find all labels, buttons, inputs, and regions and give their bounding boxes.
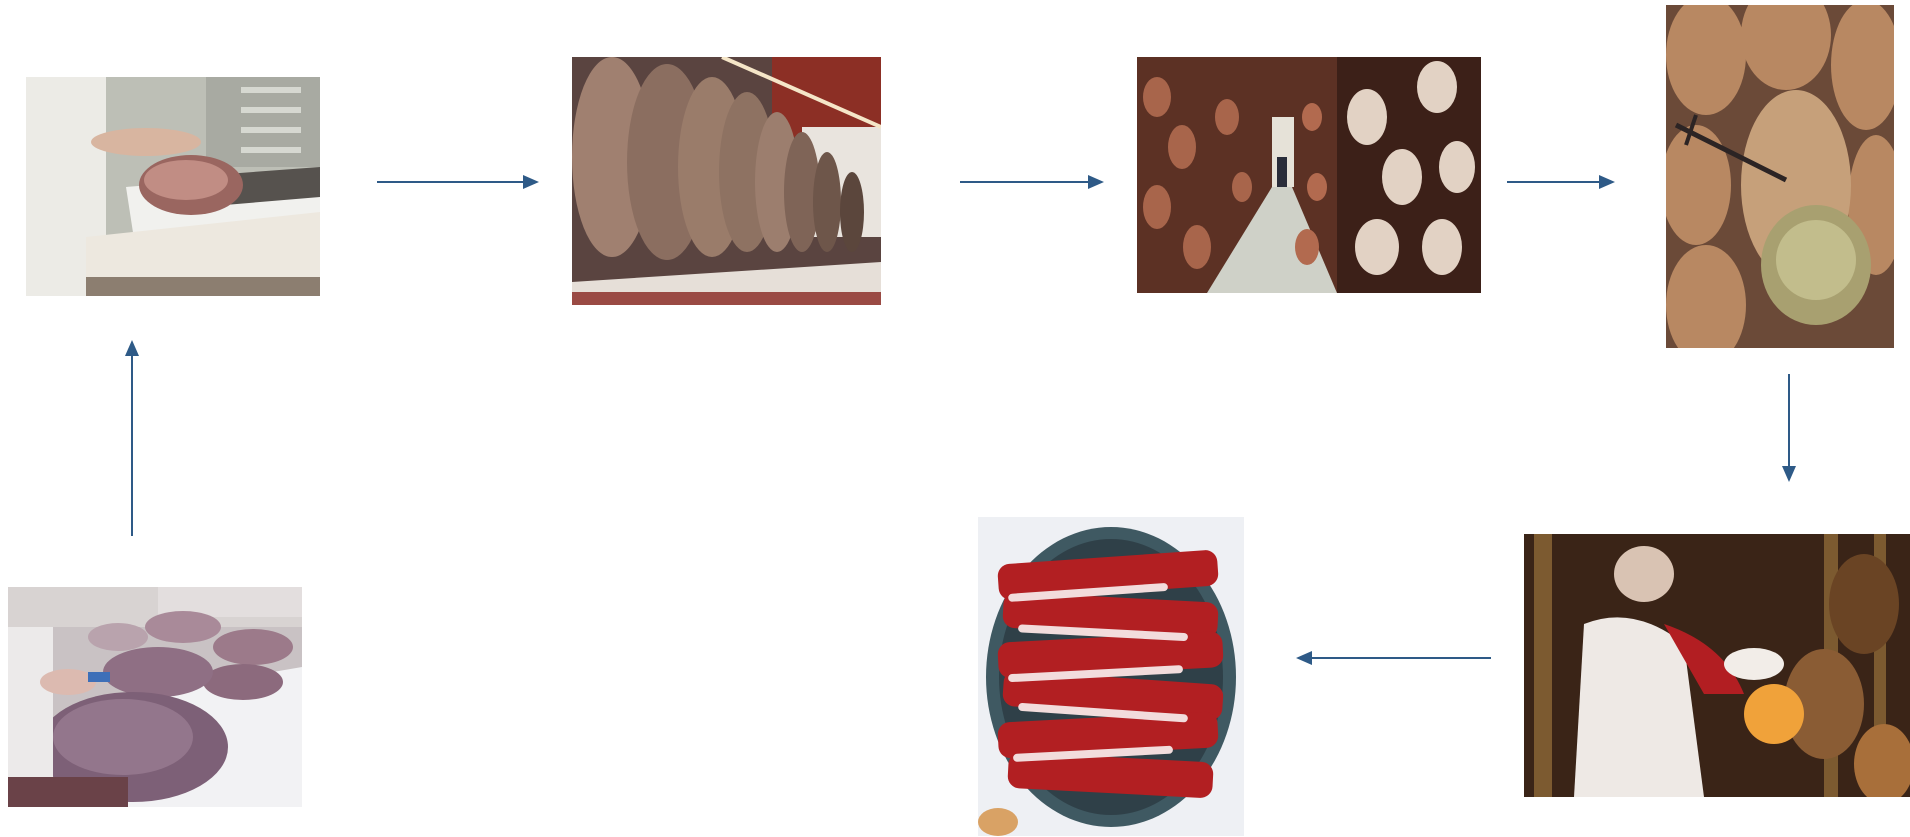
arrow-right-icon [960, 172, 1104, 192]
arrow-up-icon [122, 340, 142, 536]
ham-probe-inspection-photo [1666, 5, 1894, 348]
hams-hanging-rack-photo [572, 57, 881, 305]
curing-cellar-corridor-photo [1137, 57, 1481, 293]
ham-master-inspection-photo [1524, 534, 1910, 797]
arrow-right-icon [377, 172, 539, 192]
arrow-left-icon [1296, 648, 1491, 668]
fresh-leg-trimming-photo [8, 587, 302, 807]
arrow-down-icon [1779, 374, 1799, 482]
sliced-ham-platter-photo [978, 517, 1244, 836]
arrow-right-icon [1507, 172, 1615, 192]
fresh-ham-salting-photo [26, 77, 320, 296]
